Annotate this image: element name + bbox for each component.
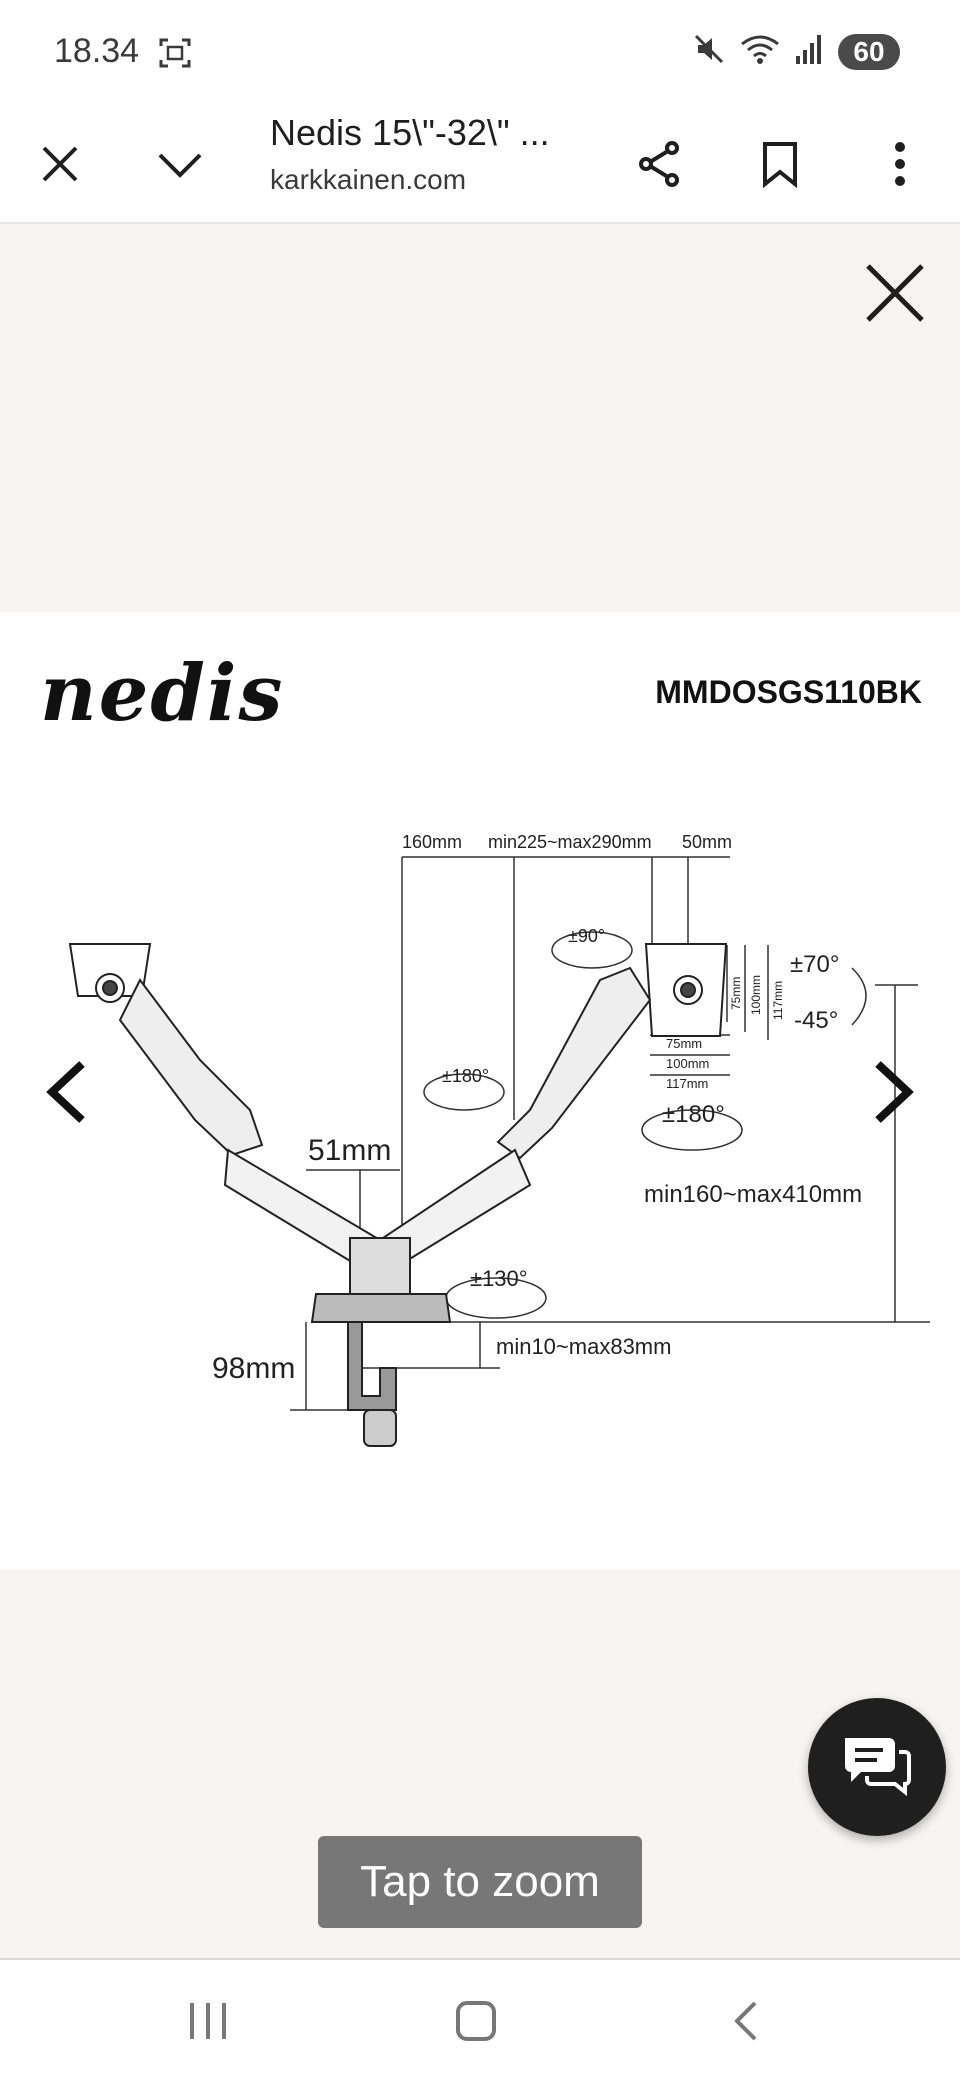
wifi-icon (740, 32, 780, 71)
rot-180-left: ±180° (442, 1066, 489, 1086)
dim-51: 51mm (308, 1134, 391, 1167)
vesa-100h: 100mm (666, 1056, 709, 1071)
share-icon[interactable] (618, 122, 702, 206)
browser-toolbar: Nedis 15\"-32\" ... karkkainen.com (0, 106, 960, 224)
chevron-left-icon[interactable] (26, 1042, 106, 1142)
monitor-arm-diagram: 160mm min225~max290mm 50mm ±90° ±180° ±1… (68, 832, 930, 1447)
vesa-75h: 75mm (666, 1036, 702, 1051)
close-icon[interactable] (18, 122, 102, 206)
vesa-100v: 100mm (749, 975, 763, 1015)
vesa-75v: 75mm (729, 977, 743, 1010)
rot-130: ±130° (470, 1266, 528, 1291)
home-icon[interactable] (436, 1986, 516, 2056)
tilt-down: -45° (794, 1007, 838, 1034)
vesa-117h: 117mm (666, 1076, 708, 1091)
status-icons: 60 (692, 32, 900, 71)
vesa-117v: 117mm (771, 981, 785, 1020)
chevron-down-icon[interactable] (138, 122, 222, 206)
chat-button[interactable] (808, 1698, 946, 1836)
recent-apps-icon[interactable] (168, 1986, 248, 2056)
dim-98: 98mm (212, 1352, 295, 1385)
rot-90: ±90° (568, 926, 605, 946)
product-image[interactable]: nedis MMDOSGS110BK (0, 612, 960, 1570)
signal-icon (794, 32, 824, 71)
chevron-right-icon[interactable] (854, 1042, 934, 1142)
chat-icon (839, 1732, 915, 1803)
more-vert-icon[interactable] (858, 122, 942, 206)
status-time: 18.34 (54, 32, 140, 70)
mute-icon (692, 32, 726, 71)
back-icon[interactable] (706, 1986, 786, 2056)
page-title[interactable]: Nedis 15\"-32\" ... (270, 112, 550, 153)
viewer-close-icon[interactable] (850, 248, 940, 338)
dim-160: 160mm (402, 832, 462, 852)
battery-icon: 60 (838, 33, 900, 70)
tilt-up: ±70° (790, 951, 839, 978)
clamp-range: min10~max83mm (496, 1334, 671, 1359)
divider (0, 1958, 960, 1960)
system-nav-bar (0, 1960, 960, 2080)
dim-225: min225~max290mm (488, 832, 652, 852)
page-domain[interactable]: karkkainen.com (270, 164, 467, 195)
brand-logo: nedis (40, 648, 285, 739)
height-range: min160~max410mm (644, 1181, 862, 1208)
model-code: MMDOSGS110BK (655, 674, 922, 710)
rot-180-right: ±180° (662, 1101, 725, 1128)
dim-50: 50mm (682, 832, 732, 852)
status-bar: 18.34 (0, 0, 960, 106)
bookmark-icon[interactable] (738, 122, 822, 206)
tap-to-zoom-hint[interactable]: Tap to zoom (318, 1836, 642, 1928)
screenshot-icon (158, 36, 192, 75)
